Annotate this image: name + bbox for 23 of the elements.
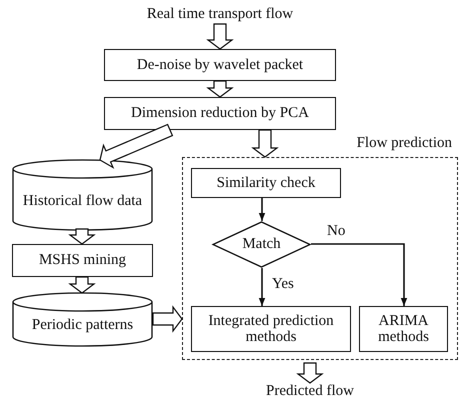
block-arrow <box>152 305 183 333</box>
process-box: MSHS mining <box>12 244 153 277</box>
process-box: Integrated prediction methods <box>191 306 351 352</box>
process-box: De-noise by wavelet packet <box>104 49 336 81</box>
block-arrow <box>99 124 174 169</box>
group-heading: Flow prediction <box>356 135 452 152</box>
decision-diamond: Match <box>212 221 311 268</box>
block-arrow <box>251 129 279 158</box>
block-arrow <box>206 23 234 50</box>
block-arrow <box>68 276 96 294</box>
block-arrow <box>206 80 234 98</box>
arrow <box>311 243 408 306</box>
block-arrow <box>296 362 324 384</box>
block-arrow <box>68 228 96 245</box>
arrow <box>258 198 266 221</box>
arrow <box>258 268 266 306</box>
process-box: ARIMA methods <box>359 306 448 352</box>
database-cylinder: Historical flow data <box>12 160 153 230</box>
flow-text: Predicted flow <box>250 383 370 400</box>
flow-text: Real time transport flow <box>140 4 300 24</box>
process-box: Similarity check <box>191 168 341 198</box>
database-cylinder: Periodic patterns <box>12 293 153 346</box>
process-box: Dimension reduction by PCA <box>104 97 336 130</box>
